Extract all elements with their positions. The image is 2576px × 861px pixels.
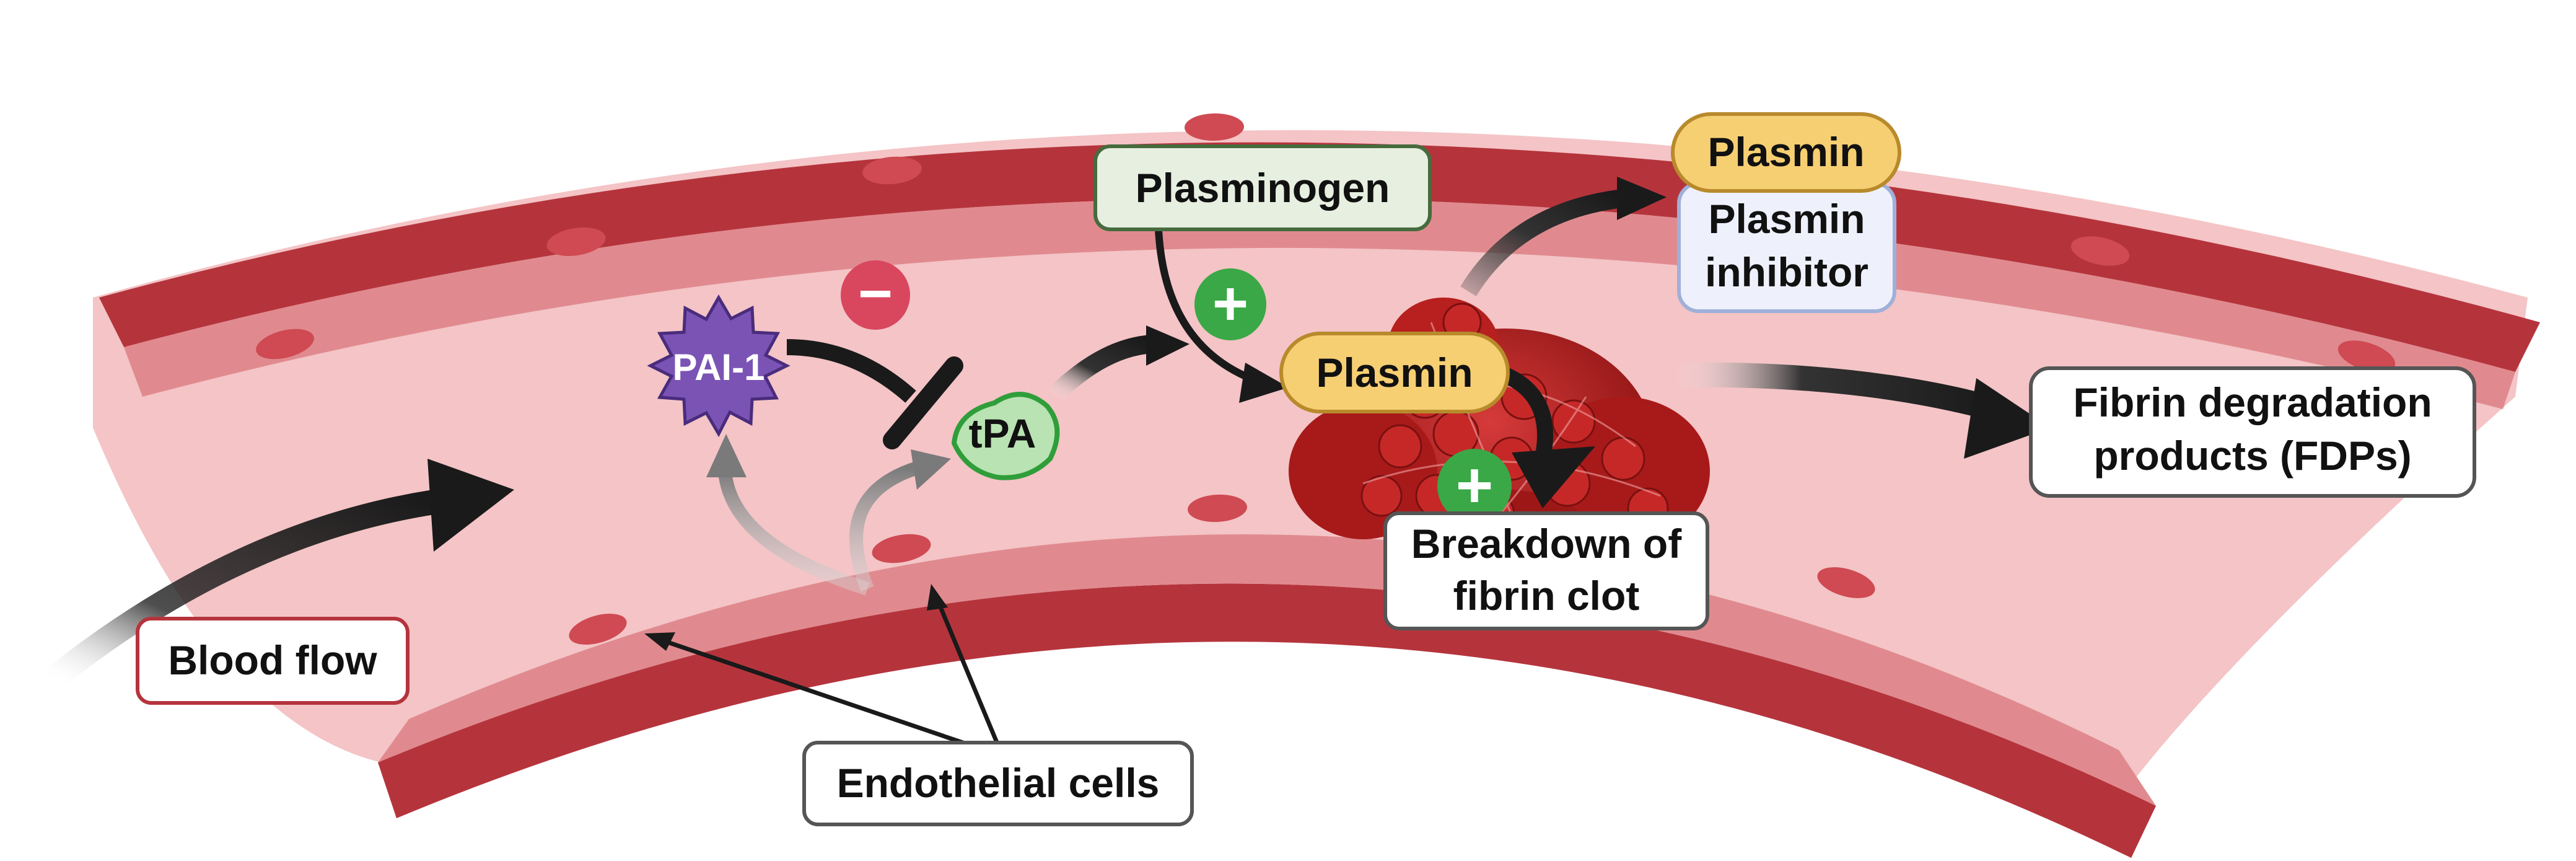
tpa-label: tPA	[969, 410, 1036, 456]
endothelial-nucleus	[2070, 236, 2130, 266]
plasmin-top-pill	[1671, 112, 1901, 193]
fdp-box: Fibrin degradation products (FDPs)	[2029, 366, 2476, 498]
blood-flow-arrow	[37, 459, 514, 694]
breakdown-box: Breakdown of fibrin clot	[1383, 511, 1709, 630]
endothelial-nucleus	[1817, 567, 1875, 598]
starburst-protein-icon	[647, 294, 791, 438]
plasminogen-label: Plasminogen	[1136, 165, 1390, 211]
inhibition-bar-icon	[883, 356, 963, 449]
breakdown-line1: Breakdown of	[1411, 521, 1682, 567]
plasmin-center-pill: Plasmin	[1279, 332, 1510, 413]
endothelial-nucleus	[569, 614, 627, 645]
pai1-protein: PAI-1	[647, 294, 791, 438]
endothelial-nucleus	[1188, 494, 1247, 523]
minus-badge-icon: −	[841, 260, 910, 330]
endothelial-nucleus	[2337, 340, 2396, 373]
svg-text:+: +	[1456, 449, 1494, 521]
plasminogen-box: Plasminogen	[1093, 144, 1432, 231]
endothelial-cells	[256, 113, 2396, 645]
svg-text:+: +	[1212, 269, 1248, 338]
plus-badge-icon: +	[1194, 268, 1266, 340]
plus-badge-icon: +	[1437, 449, 1512, 523]
plasmin-top-label: Plasmin	[1707, 129, 1864, 175]
pai1-inhibition-path	[786, 339, 963, 449]
fdp-line1: Fibrin degradation	[2073, 379, 2432, 425]
fdp-line2: products (FDPs)	[2093, 433, 2411, 479]
plasmin-inhibitor-line2: inhibitor	[1705, 249, 1868, 295]
blood-flow-box: Blood flow	[136, 617, 410, 705]
plasmin-inhibitor-complex: Plasmin inhibitor Plasmin	[1671, 112, 1901, 313]
outer-vessel-wall	[99, 142, 2540, 372]
breakdown-line2: fibrin clot	[1453, 573, 1640, 619]
pai1-label: PAI-1	[673, 347, 765, 388]
endothelial-cells-box: Endothelial cells	[802, 741, 1194, 826]
inner-endothelium	[378, 534, 2156, 806]
endothelial-nucleus	[256, 329, 314, 360]
plasmin-center-label: Plasmin	[1316, 350, 1473, 395]
globular-protein-icon	[951, 392, 1060, 480]
plasmin-to-breakdown-arrow	[1502, 368, 1595, 508]
secretion-arrows	[706, 434, 951, 596]
plasmin-inhibitor-line1: Plasmin	[1708, 196, 1865, 242]
svg-text:−: −	[858, 260, 893, 327]
endothelial-nucleus	[872, 534, 931, 563]
endothelial-nucleus	[862, 156, 922, 185]
plasmin-to-inhibitor-arrow	[1460, 177, 1667, 296]
blood-flow-label: Blood flow	[168, 637, 377, 683]
endothelial-nucleus	[1185, 113, 1244, 141]
tpa-to-plasmin-arrow	[1046, 325, 1189, 404]
plasminogen-to-plasmin-arrow	[1155, 229, 1289, 403]
outer-endothelium	[124, 198, 2515, 409]
tpa-protein: tPA	[951, 392, 1060, 480]
endothelial-cells-label: Endothelial cells	[837, 760, 1160, 806]
endothelial-pointers	[644, 584, 1000, 746]
fdp-arrow	[1672, 362, 2051, 459]
endothelial-nucleus	[546, 227, 606, 256]
inner-vessel-wall	[378, 583, 2156, 858]
